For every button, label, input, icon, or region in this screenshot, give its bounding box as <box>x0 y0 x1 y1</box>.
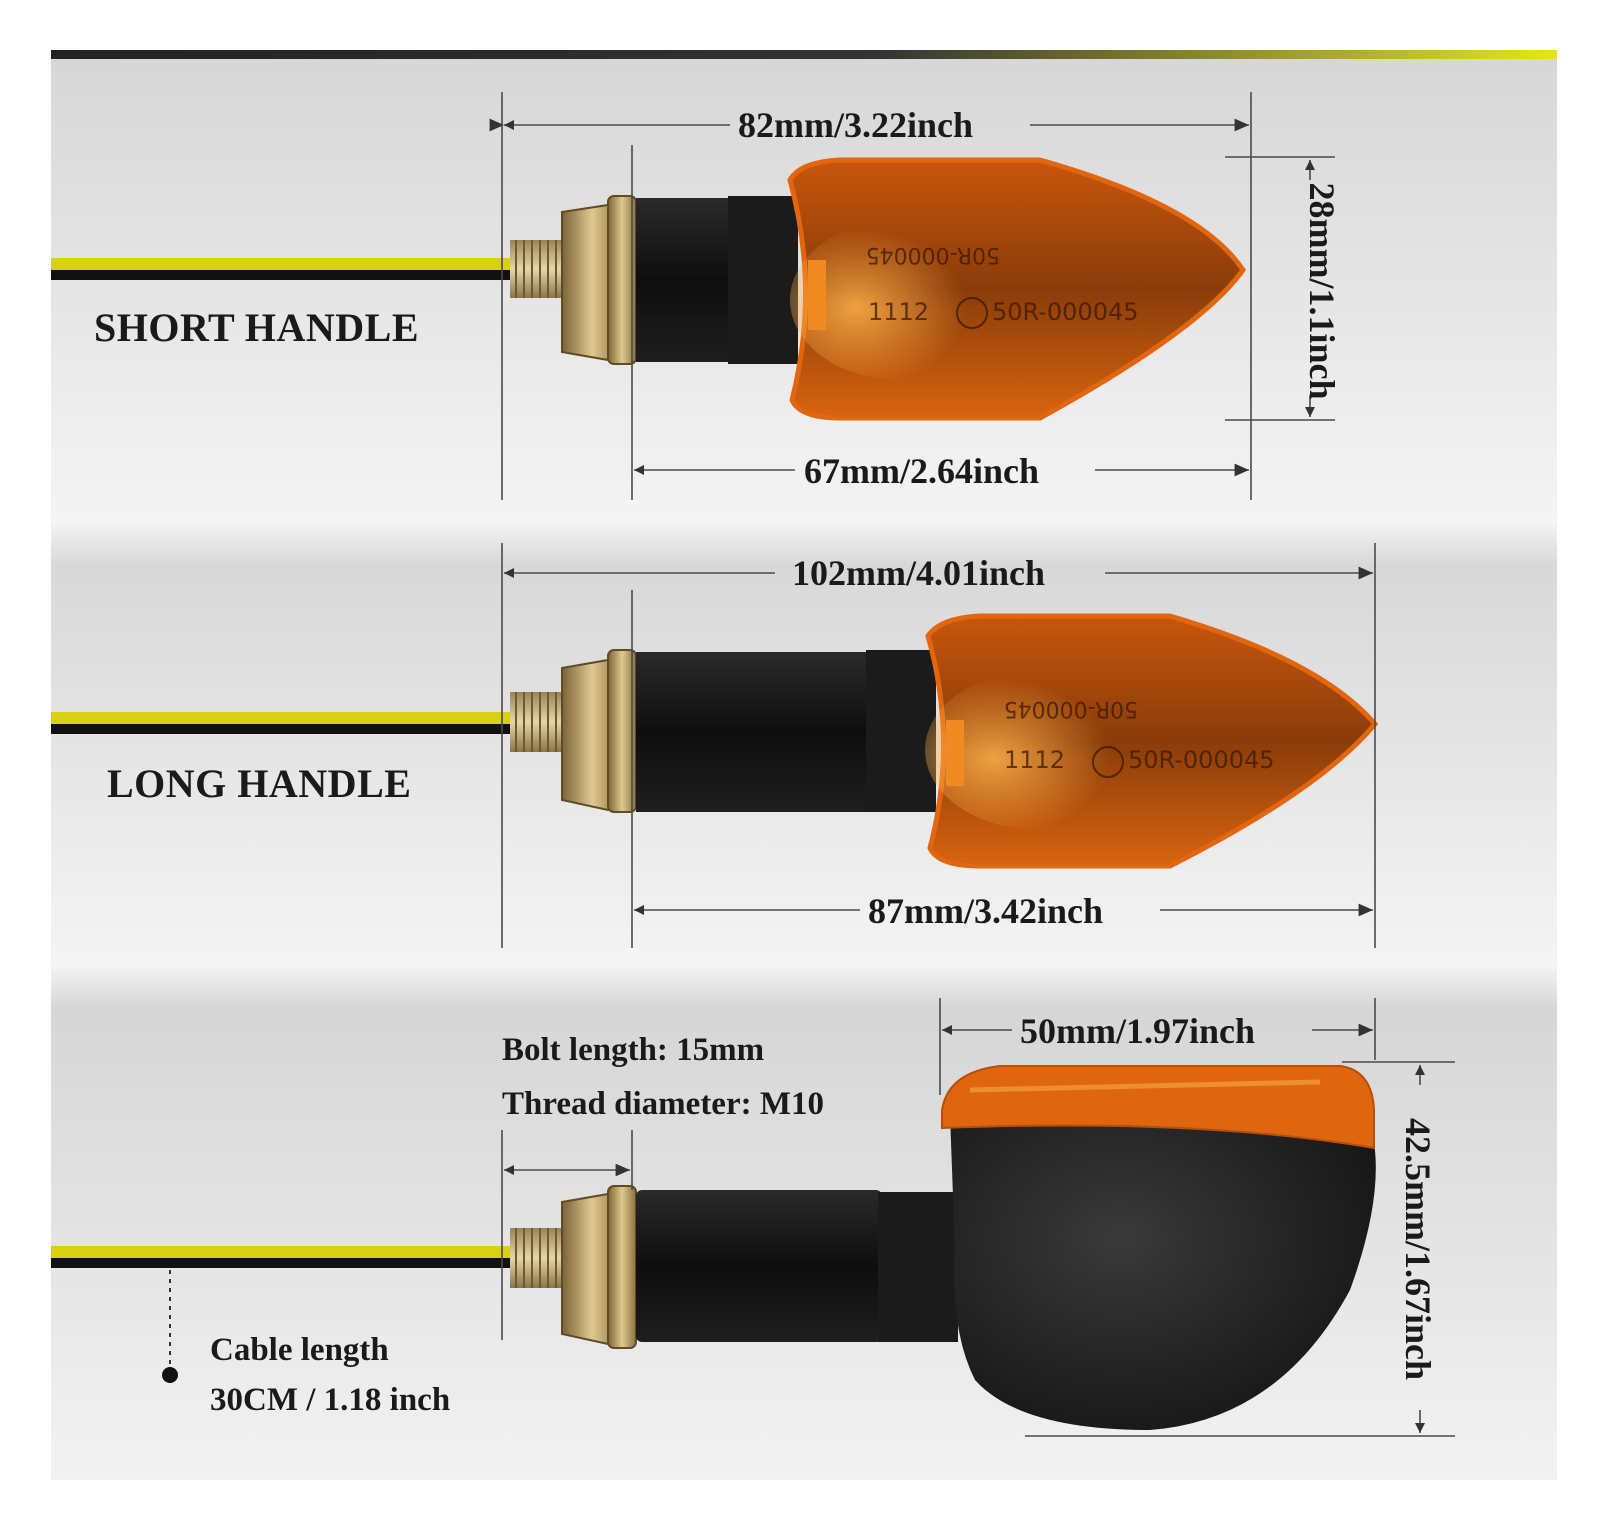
long-body-arrow-left <box>634 905 644 915</box>
short-lens-mark-1: 50R-000045 <box>866 242 1000 267</box>
short-stem-collar <box>728 196 798 364</box>
side-wire-yellow <box>51 1246 511 1258</box>
cable-leader-dot <box>162 1367 178 1383</box>
long-lens-mark-2: 1112 <box>1004 746 1065 774</box>
short-lens-e-mark <box>956 297 988 329</box>
long-stem-collar <box>866 650 936 812</box>
long-lens-reflector <box>946 720 964 786</box>
short-lens-reflector <box>808 260 826 330</box>
side-thread-lines <box>515 1228 557 1288</box>
bolt-length-arrow-left <box>504 1165 514 1175</box>
long-lens-mark-3: 50R-000045 <box>1128 746 1275 774</box>
bolt-length-note: Bolt length: 15mm <box>502 1032 765 1068</box>
short-lens-glow <box>790 220 1010 380</box>
side-height-arrow-bottom <box>1415 1423 1425 1433</box>
side-view-indicator <box>51 1065 1376 1430</box>
long-lens-mark-1: 50R-000045 <box>1004 696 1138 721</box>
short-height-arrow-top <box>1305 160 1315 170</box>
long-lens-e-mark <box>1092 746 1124 778</box>
short-stem <box>636 198 732 362</box>
thread-diameter-note: Thread diameter: M10 <box>502 1086 824 1122</box>
short-thread-lines <box>515 240 557 298</box>
short-handle-indicator: 50R-000045 1112 50R-000045 <box>51 157 1247 421</box>
cable-length-title: Cable length <box>210 1332 389 1368</box>
side-stem-collar <box>878 1192 958 1342</box>
side-head-length: 50mm/1.97inch <box>1020 1011 1256 1051</box>
short-height-arrow-bottom <box>1305 407 1315 417</box>
side-height-arrow-top <box>1415 1065 1425 1075</box>
short-wire-yellow <box>51 258 511 270</box>
short-lens-mark-2: 1112 <box>868 298 929 326</box>
short-lens-mark-3: 50R-000045 <box>992 298 1139 326</box>
short-handle-label: SHORT HANDLE <box>94 305 420 350</box>
side-stem <box>636 1190 882 1342</box>
top-accent-bar <box>51 50 1557 59</box>
long-overall-length: 102mm/4.01inch <box>792 553 1046 593</box>
long-handle-label: LONG HANDLE <box>107 761 412 806</box>
short-dimension-lines <box>489 92 1335 500</box>
long-dimension-lines <box>501 543 1376 948</box>
side-lens-highlight <box>969 1079 1321 1093</box>
long-stem <box>636 652 872 812</box>
cable-length-value: 30CM / 1.18 inch <box>210 1382 451 1418</box>
long-wire-black <box>51 724 511 734</box>
side-bolt-thread <box>510 1228 566 1288</box>
short-body-arrow-left <box>634 465 644 475</box>
long-bolt-thread <box>510 692 566 752</box>
short-overall-length: 82mm/3.22inch <box>738 105 974 145</box>
side-head-arrow-left <box>942 1025 952 1035</box>
short-wire-black <box>51 270 511 280</box>
short-body-length: 67mm/2.64inch <box>804 451 1040 491</box>
short-overall-arrow-left <box>504 120 514 130</box>
short-height: 28mm/1.1inch <box>1302 182 1342 400</box>
side-black-cap <box>950 1110 1376 1430</box>
long-overall-arrow-left <box>504 568 514 578</box>
long-thread-lines <box>515 692 557 752</box>
short-bolt-thread <box>510 240 566 298</box>
side-washer <box>607 1185 637 1349</box>
long-body-length: 87mm/3.42inch <box>868 891 1104 931</box>
long-handle-indicator: 50R-000045 1112 50R-000045 <box>51 613 1379 869</box>
side-wire-black <box>51 1258 511 1268</box>
side-height: 42.5mm/1.67inch <box>1398 1117 1438 1380</box>
long-wire-yellow <box>51 712 511 724</box>
long-lens-glow <box>925 670 1155 830</box>
